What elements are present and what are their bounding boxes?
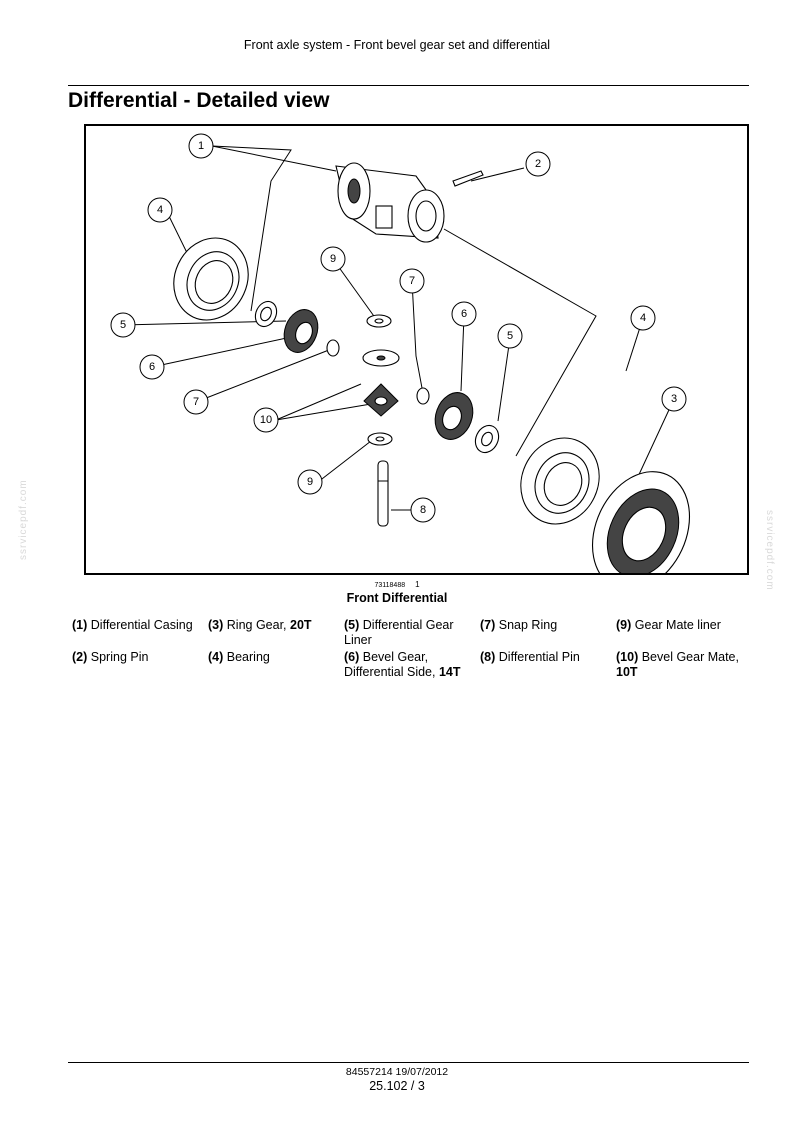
upper-gear-mate-liner-part	[366, 314, 392, 328]
callout-10: 10	[253, 407, 279, 433]
callout-4-right: 4	[630, 305, 656, 331]
callout-5-left: 5	[110, 312, 136, 338]
legend-item: (2) Spring Pin	[72, 650, 149, 664]
differential-casing-part	[335, 162, 445, 243]
svg-text:7: 7	[409, 275, 415, 287]
callout-7-top: 7	[399, 268, 425, 294]
svg-text:1: 1	[198, 140, 204, 152]
legend-item: (3) Ring Gear, 20T	[208, 618, 312, 632]
right-gear-liner-part	[474, 424, 500, 454]
legend-item: (10) Bevel Gear Mate, 10T	[616, 650, 739, 679]
exploded-view-drawing: 1 2 4 9 7 6 5 4 5 6 7 10	[110, 133, 691, 573]
page-header: Front axle system - Front bevel gear set…	[243, 38, 551, 52]
callout-6-right: 6	[451, 301, 477, 327]
right-snap-ring-part	[416, 387, 430, 405]
callout-6-left: 6	[139, 354, 165, 380]
differential-pin-part	[377, 460, 389, 527]
svg-text:5: 5	[120, 319, 126, 331]
svg-text:4: 4	[157, 204, 163, 216]
svg-text:2: 2	[535, 158, 541, 170]
top-divider	[68, 85, 749, 86]
legend-item: (6) Bevel Gear, Differential Side, 14T	[344, 650, 461, 679]
svg-text:6: 6	[461, 308, 467, 320]
left-gear-liner-part	[254, 300, 278, 328]
left-bearing-part	[173, 237, 249, 321]
left-side-gear-part	[283, 309, 319, 353]
figure-code-line: 73118488 1	[0, 580, 794, 589]
right-bearing-part	[520, 437, 600, 525]
svg-text:9: 9	[307, 476, 313, 488]
watermark-right: ssrvicepdf.com	[764, 510, 775, 591]
legend-item: (4) Bearing	[208, 650, 270, 664]
right-side-gear-part	[434, 392, 474, 440]
legend-item: (7) Snap Ring	[480, 618, 558, 632]
spring-pin-part	[452, 170, 484, 187]
callout-4-left: 4	[147, 197, 173, 223]
legend-item: (8) Differential Pin	[480, 650, 580, 664]
callout-7-left: 7	[183, 389, 209, 415]
callout-5-right: 5	[497, 323, 523, 349]
page-title: Differential - Detailed view	[68, 89, 330, 112]
svg-text:7: 7	[193, 396, 199, 408]
legend-item: (5) Differential Gear Liner	[344, 618, 454, 647]
figure-code: 73118488	[374, 582, 406, 589]
svg-text:5: 5	[507, 330, 513, 342]
svg-text:10: 10	[260, 414, 272, 426]
lower-bevel-mate-part	[363, 383, 399, 417]
left-snap-ring-part	[326, 339, 340, 357]
callout-9-top: 9	[320, 246, 346, 272]
lower-gear-mate-liner-part	[367, 432, 393, 446]
svg-text:3: 3	[671, 393, 677, 405]
callout-2: 2	[525, 151, 551, 177]
callout-1: 1	[188, 133, 214, 159]
callout-3: 3	[661, 386, 687, 412]
watermark-left: ssrvicepdf.com	[18, 479, 29, 560]
svg-text:8: 8	[420, 504, 426, 516]
ring-gear-part	[591, 471, 691, 573]
svg-text:6: 6	[149, 361, 155, 373]
upper-bevel-mate-part	[362, 349, 400, 367]
figure-number: 1	[415, 580, 420, 589]
bottom-divider	[68, 1062, 749, 1063]
exploded-view-figure: 1 2 4 9 7 6 5 4 5 6 7 10	[84, 124, 749, 575]
legend-item: (1) Differential Casing	[72, 618, 193, 632]
callout-8: 8	[410, 497, 436, 523]
figure-caption: Front Differential	[346, 591, 448, 605]
callout-9-bottom: 9	[297, 469, 323, 495]
legend-item: (9) Gear Mate liner	[616, 618, 721, 632]
svg-text:9: 9	[330, 253, 336, 265]
svg-text:4: 4	[640, 312, 646, 324]
footer-doc-code: 84557214 19/07/2012	[345, 1066, 449, 1078]
footer-page-number: 25.102 / 3	[369, 1079, 425, 1093]
